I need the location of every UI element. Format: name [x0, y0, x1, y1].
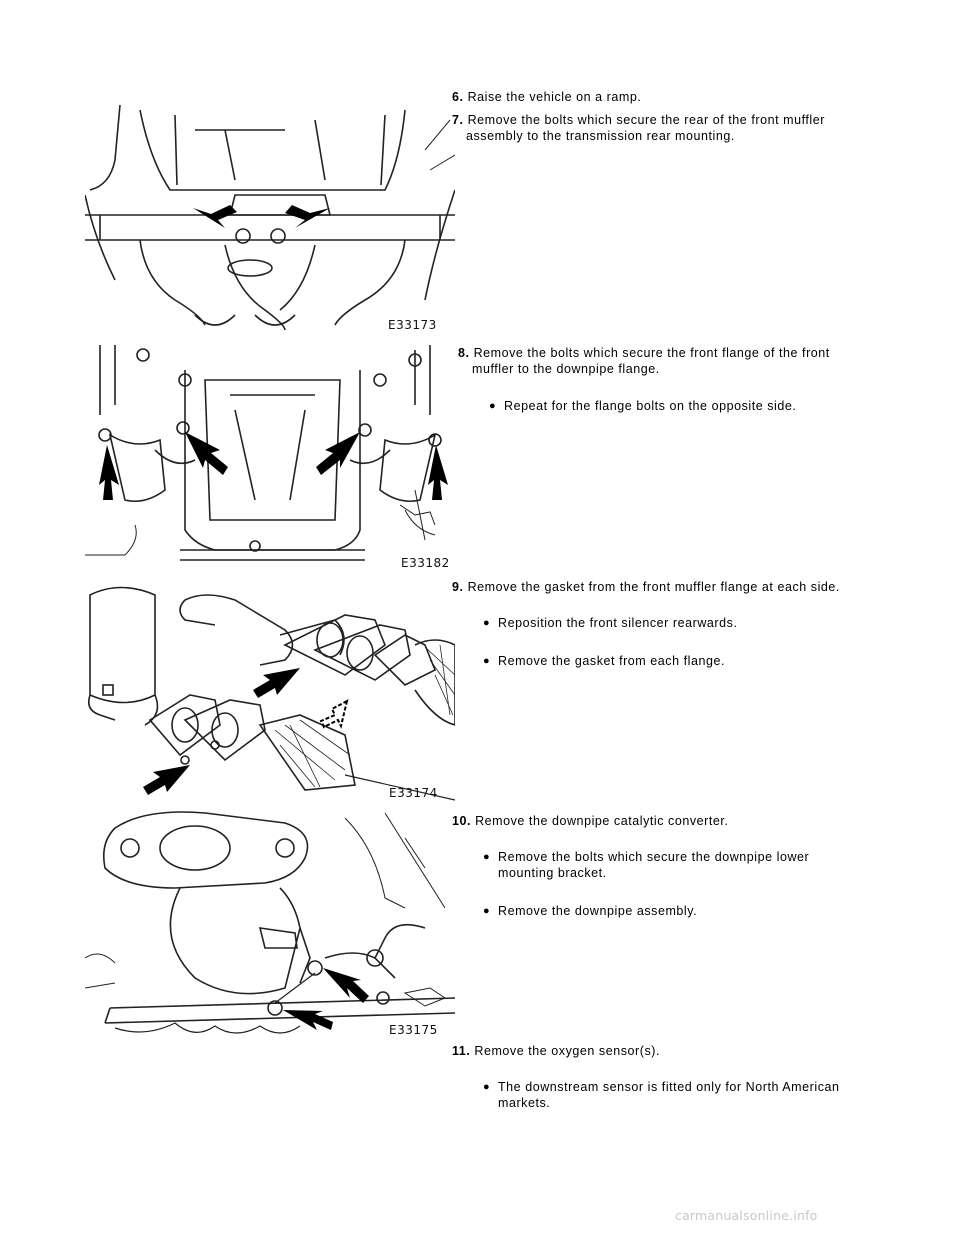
step-number: 11.	[452, 1044, 471, 1058]
bullet-icon: ●	[483, 905, 491, 917]
bullet-text-continued: mounting bracket.	[498, 866, 607, 880]
bullet-text: Reposition the front silencer rearwards.	[498, 616, 738, 630]
bullet-icon: ●	[489, 400, 497, 412]
step-8: 8. Remove the bolts which secure the fro…	[458, 345, 898, 377]
step-7: 7. Remove the bolts which secure the rea…	[452, 112, 892, 144]
arrow-icon	[143, 765, 190, 795]
arrow-icon	[193, 205, 237, 228]
bullet-text: Remove the gasket from each flange.	[498, 654, 726, 668]
step-number: 8.	[458, 346, 470, 360]
bullet-9-1: ● Reposition the front silencer rearward…	[483, 615, 898, 631]
arrow-icon	[428, 445, 448, 500]
bullet-9-2: ● Remove the gasket from each flange.	[483, 653, 898, 669]
arrow-icon	[99, 445, 119, 500]
arrows-fig-2	[99, 432, 448, 500]
arrows-fig-1	[193, 205, 330, 228]
step-number: 6.	[452, 90, 464, 104]
illustration-downpipe-bracket	[85, 808, 455, 1040]
step-11: 11. Remove the oxygen sensor(s).	[452, 1043, 892, 1059]
bullet-text: Repeat for the flange bolts on the oppos…	[504, 399, 797, 413]
bullet-11-1: ● The downstream sensor is fitted only f…	[483, 1079, 898, 1111]
arrow-icon	[185, 432, 228, 475]
step-text: Remove the bolts which secure the rear o…	[467, 113, 825, 127]
illustration-muffler-rear-mounting	[85, 100, 455, 335]
bullet-text: The downstream sensor is fitted only for…	[498, 1080, 840, 1094]
step-10: 10. Remove the downpipe catalytic conver…	[452, 813, 892, 829]
step-number: 7.	[452, 113, 464, 127]
step-text: Remove the downpipe catalytic converter.	[475, 814, 729, 828]
step-text-continued: muffler to the downpipe flange.	[472, 362, 660, 376]
watermark: carmanualsonline.info	[675, 1208, 818, 1223]
step-text: Remove the gasket from the front muffler…	[467, 580, 840, 594]
bullet-icon: ●	[483, 617, 491, 629]
step-text: Remove the bolts which secure the front …	[473, 346, 830, 360]
step-number: 10.	[452, 814, 472, 828]
arrows-fig-3	[143, 668, 349, 795]
arrow-icon	[253, 668, 300, 698]
bullet-text: Remove the bolts which secure the downpi…	[498, 850, 810, 864]
direction-arrow-icon	[319, 699, 349, 729]
arrow-icon	[285, 205, 330, 228]
figure-label-4: E33175	[389, 1023, 438, 1037]
figure-label-2: E33182	[401, 556, 450, 570]
bullet-text: Remove the downpipe assembly.	[498, 904, 698, 918]
illustration-flange-gaskets	[85, 575, 455, 803]
bullet-10-2: ● Remove the downpipe assembly.	[483, 903, 898, 919]
arrow-icon	[323, 968, 369, 1003]
step-number: 9.	[452, 580, 464, 594]
figure-code: E33182	[401, 556, 450, 570]
illustration-front-flange-bolts	[85, 340, 455, 572]
bullet-text-continued: markets.	[498, 1096, 551, 1110]
step-text: Remove the oxygen sensor(s).	[474, 1044, 660, 1058]
figure-code: E33173	[388, 318, 437, 332]
figure-code: E33174	[389, 786, 438, 800]
figure-label-3: E33174	[389, 786, 438, 800]
bullet-8-1: ● Repeat for the flange bolts on the opp…	[489, 398, 904, 414]
figure-code: E33175	[389, 1023, 438, 1037]
step-6: 6. Raise the vehicle on a ramp.	[452, 89, 892, 105]
arrow-icon	[283, 1010, 333, 1030]
bullet-icon: ●	[483, 655, 491, 667]
step-text-continued: assembly to the transmission rear mounti…	[466, 129, 735, 143]
step-text: Raise the vehicle on a ramp.	[467, 90, 642, 104]
arrow-icon	[316, 432, 360, 475]
arrows-fig-4	[283, 968, 369, 1030]
step-9: 9. Remove the gasket from the front muff…	[452, 579, 892, 595]
bullet-icon: ●	[483, 1081, 491, 1093]
bullet-icon: ●	[483, 851, 491, 863]
bullet-10-1: ● Remove the bolts which secure the down…	[483, 849, 898, 881]
figure-label-1: E33173	[388, 318, 437, 332]
